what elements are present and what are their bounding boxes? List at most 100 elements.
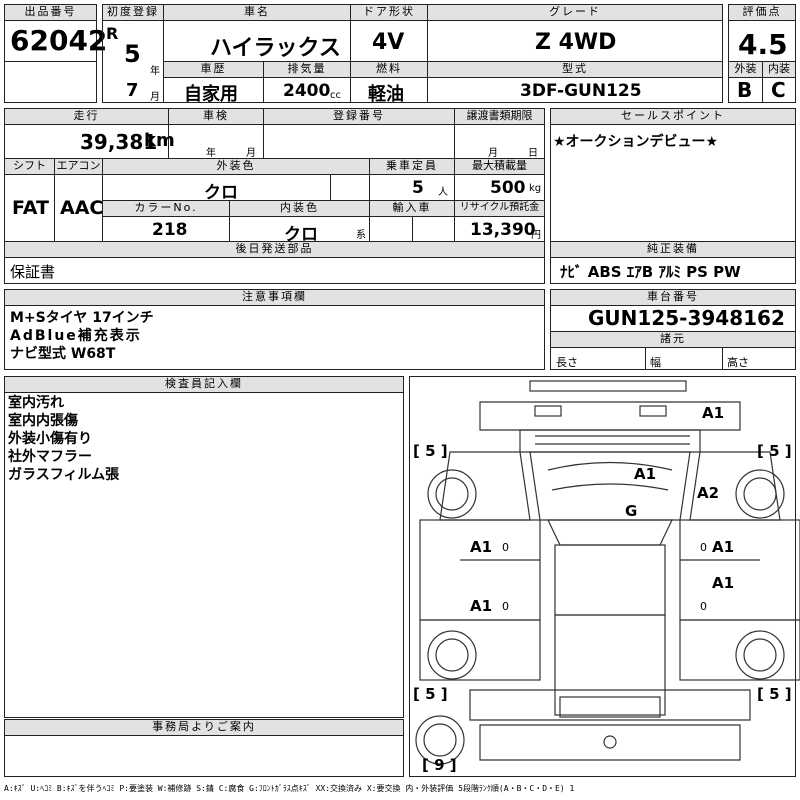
load-unit: kg — [529, 183, 542, 194]
damage-mark-front-bumper: A1 — [702, 404, 725, 422]
month-unit: 月 — [150, 92, 160, 103]
fuel-label: 燃料 — [350, 61, 428, 78]
int-color: クロ — [284, 225, 318, 245]
model: 3DF-GUN125 — [520, 81, 642, 101]
damage-mark-right-fender: A2 — [697, 484, 720, 502]
reg-year: 5 — [124, 40, 141, 68]
shift: FAT — [12, 197, 49, 219]
ext-color-divider — [330, 174, 331, 201]
car-diagram-frame — [409, 376, 796, 777]
spec-label: 諸元 — [550, 331, 796, 348]
genuine-cell — [550, 257, 796, 284]
transfer-day: 日 — [528, 148, 538, 159]
mileage-label: 走行 — [4, 108, 169, 125]
spec-length: 長さ — [556, 356, 578, 369]
load: 500 — [490, 178, 526, 198]
inspector-line-2: 室内内張傷 — [8, 413, 78, 429]
interior-label: 内装 — [762, 61, 796, 78]
damage-mark-left-front-door: A1 — [470, 538, 493, 556]
tread-left-rear: 0 — [502, 600, 509, 613]
lot-number: 62042 — [10, 24, 108, 57]
interior-grade: C — [771, 78, 786, 102]
damage-mark-hood: A1 — [634, 465, 657, 483]
score: 4.5 — [738, 28, 788, 61]
grade-label: グレード — [427, 4, 723, 21]
door-type: 4V — [372, 30, 405, 55]
tire-depth-front-right: [ 5 ] — [757, 442, 792, 460]
color-no-label: カラーNo. — [102, 200, 230, 217]
exterior-label: 外装 — [728, 61, 763, 78]
legend: A:ｷｽﾞ U:ﾍｺﾐ B:ｷｽﾞを伴うﾍｺﾐ P:要塗装 W:補修跡 S:錆 … — [4, 784, 575, 793]
import-divider — [412, 216, 413, 242]
recycle: 13,390 — [470, 220, 536, 240]
displacement-label: 排気量 — [263, 61, 351, 78]
spec-height: 高さ — [727, 356, 749, 369]
car-name-label: 車名 — [163, 4, 351, 21]
history-label: 車歴 — [163, 61, 264, 78]
genuine-label: 純正装備 — [550, 241, 796, 258]
inspector-line-5: ガラスフィルム張 — [8, 467, 120, 483]
first-reg-label: 初度登録 — [102, 4, 164, 21]
tire-depth-spare: [ 9 ] — [422, 756, 457, 774]
tread-right-front: 0 — [700, 541, 707, 554]
capacity-label: 乗車定員 — [369, 158, 455, 175]
inspector-cell — [4, 392, 404, 718]
tire-depth-rear-right: [ 5 ] — [757, 685, 792, 703]
inspection-month-unit: 月 — [246, 148, 256, 159]
inspection-label: 車検 — [168, 108, 264, 125]
damage-mark-right-rear-door: A1 — [712, 574, 735, 592]
tire-depth-front-left: [ 5 ] — [413, 442, 448, 460]
capacity: 5 — [412, 178, 424, 198]
import-label: 輸入車 — [369, 200, 455, 217]
lot-number-label: 出品番号 — [4, 4, 97, 21]
spec-divider-2 — [722, 347, 723, 370]
inspector-line-1: 室内汚れ — [8, 395, 64, 411]
fuel: 軽油 — [368, 84, 404, 105]
caution-line-1: M+Sタイヤ 17インチ — [10, 310, 154, 326]
score-label: 評価点 — [728, 4, 796, 21]
office-cell — [4, 735, 404, 777]
spec-width: 幅 — [650, 356, 661, 369]
model-cell — [427, 77, 723, 103]
damage-mark-windshield: G — [625, 502, 638, 520]
recycle-label: リサイクル預託金 — [454, 200, 545, 217]
exterior-grade: B — [737, 78, 753, 102]
inspection-year-unit: 年 — [206, 148, 216, 159]
year-unit: 年 — [150, 66, 160, 77]
genuine-equipment: ﾅﾋﾞ ABS ｴｱB ｱﾙﾐ PS PW — [560, 263, 741, 281]
caution-line-2: AdBlue補充表示 — [10, 328, 142, 344]
caution-line-3: ナビ型式 W68T — [10, 346, 116, 362]
transfer-label: 譲渡書類期限 — [454, 108, 545, 125]
mileage: 39,381 — [80, 130, 158, 154]
inspector-line-4: 社外マフラー — [8, 449, 92, 465]
int-color-label: 内装色 — [229, 200, 370, 217]
transfer-month: 月 — [488, 148, 498, 159]
later-parts-label: 後日発送部品 — [4, 241, 545, 258]
damage-mark-left-rear-door: A1 — [470, 597, 493, 615]
spec-divider-1 — [645, 347, 646, 370]
ac-label: エアコン — [54, 158, 103, 175]
sales-point: ★オークションデビュー★ — [553, 134, 719, 150]
damage-mark-right-front-door: A1 — [712, 538, 735, 556]
door-label: ドア形状 — [350, 4, 428, 21]
int-color-unit: 系 — [356, 230, 366, 241]
lot-blank-cell — [4, 61, 97, 103]
ext-color-label: 外装色 — [102, 158, 370, 175]
capacity-unit: 人 — [438, 187, 448, 198]
inspector-label: 検査員記入欄 — [4, 376, 404, 393]
later-parts-cell — [4, 257, 545, 284]
ac: AAC — [60, 197, 104, 219]
model-label: 型式 — [427, 61, 723, 78]
reg-month: 7 — [126, 80, 139, 101]
reg-no-label: 登録番号 — [263, 108, 455, 125]
history: 自家用 — [184, 84, 238, 105]
caution-label: 注意事項欄 — [4, 289, 545, 306]
tread-right-rear: 0 — [700, 600, 707, 613]
car-name: ハイラックス — [210, 36, 341, 61]
office-label: 事務局よりご案内 — [4, 719, 404, 736]
tire-depth-rear-left: [ 5 ] — [413, 685, 448, 703]
reg-no-cell — [263, 124, 455, 159]
chassis-number: GUN125-3948162 — [588, 306, 785, 330]
recycle-unit: 円 — [531, 230, 541, 241]
chassis-label: 車台番号 — [550, 289, 796, 306]
